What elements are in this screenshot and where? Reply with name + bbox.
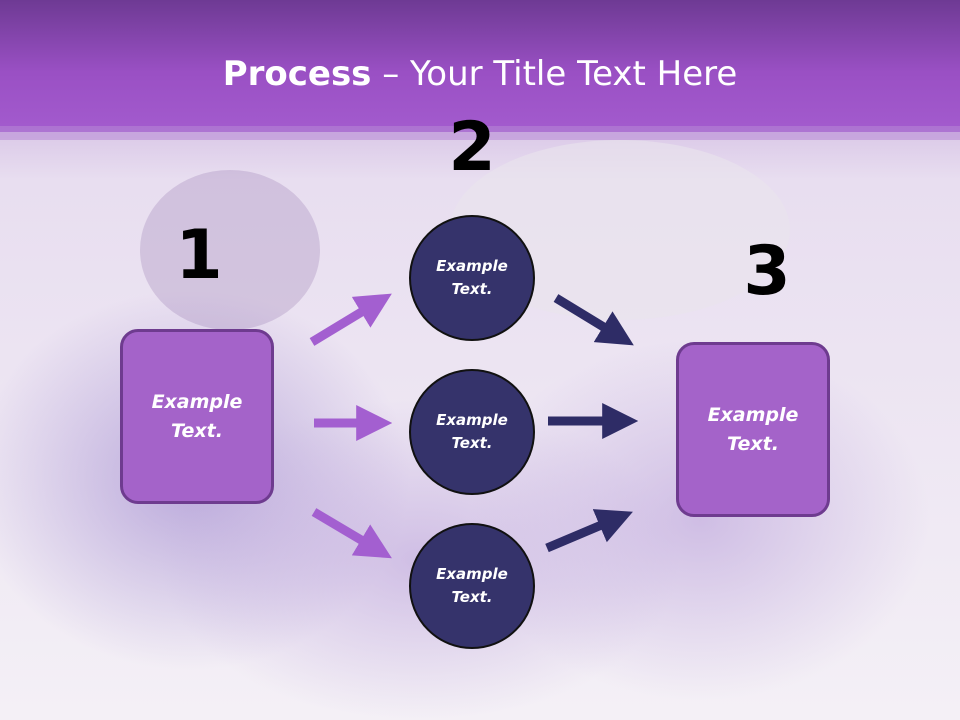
step-number-3: 3 <box>743 232 791 311</box>
step-number-2: 2 <box>448 108 496 187</box>
slide-title: Process – Your Title Text Here <box>0 54 960 94</box>
circle-top: Example Text. <box>409 215 535 341</box>
title-rest: – Your Title Text Here <box>371 54 738 94</box>
step-number-1: 1 <box>175 216 223 295</box>
circle-middle: Example Text. <box>409 369 535 495</box>
right-box: Example Text. <box>676 342 830 517</box>
title-bold: Process <box>222 54 372 94</box>
left-box: Example Text. <box>120 329 274 504</box>
circle-bottom: Example Text. <box>409 523 535 649</box>
